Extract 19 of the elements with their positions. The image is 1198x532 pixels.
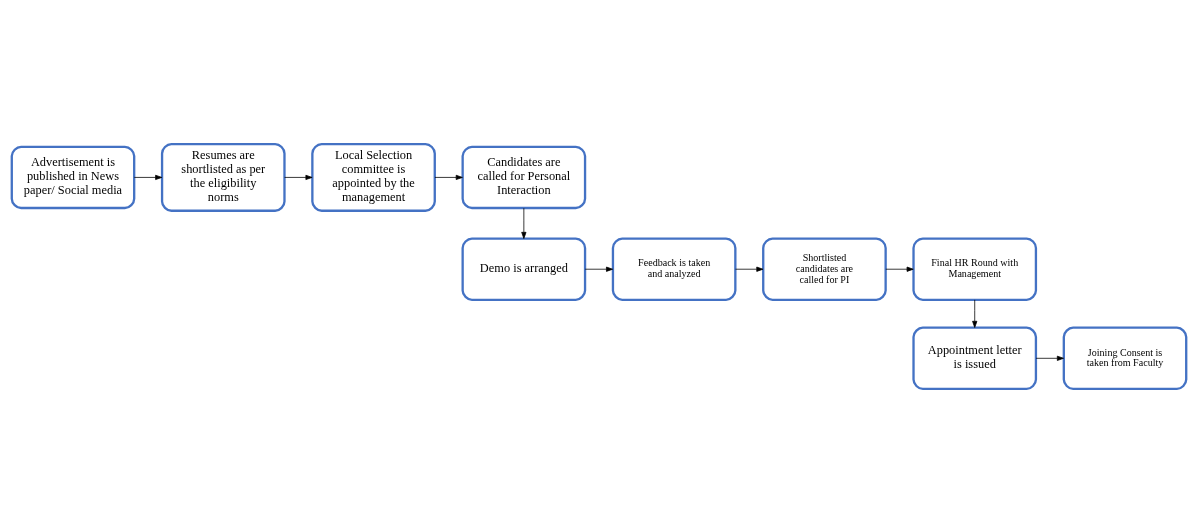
node-box: Final HR Round with Management bbox=[912, 236, 1038, 301]
arrow bbox=[521, 207, 527, 239]
arrow bbox=[133, 174, 163, 180]
node-box: Joining Consent is taken from Faculty bbox=[1062, 326, 1188, 390]
node-box: Advertisement is published in News paper/ Social media bbox=[10, 145, 136, 209]
arrow bbox=[735, 266, 764, 272]
arrow bbox=[972, 299, 978, 328]
node-box: Local Selection committee is appointed by the management bbox=[311, 142, 436, 212]
arrow bbox=[584, 266, 614, 272]
node-box: Candidates are called for Personal Interaction bbox=[461, 145, 587, 209]
node-box: Demo is arranged bbox=[461, 236, 587, 301]
arrow bbox=[885, 266, 914, 272]
node-box: Feedback is taken and analyzed bbox=[611, 236, 737, 301]
arrow bbox=[1035, 355, 1064, 361]
node-box: Shortlisted candidates are called for PI bbox=[762, 236, 887, 301]
node-box: Appointment letter is issued bbox=[912, 326, 1038, 390]
arrow bbox=[284, 174, 313, 180]
arrow bbox=[434, 174, 463, 180]
node-box: Resumes are shortlisted as per the eligibility norms bbox=[160, 142, 286, 212]
